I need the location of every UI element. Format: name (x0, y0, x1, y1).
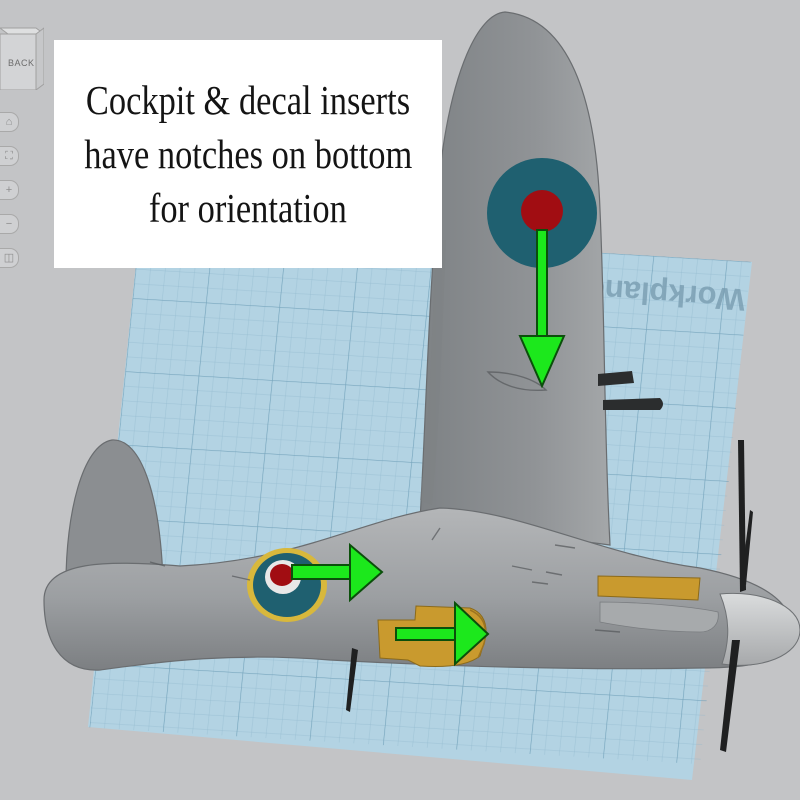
zoom-in-button[interactable]: + (0, 180, 19, 200)
caption-line-3: for orientation (149, 185, 347, 231)
home-view-button[interactable]: ⌂ (0, 112, 19, 132)
fuselage-roundel (247, 548, 327, 622)
view-navigation-toolbar: ⌂ ⛶ + − ◫ (0, 112, 22, 282)
caption-line-2: have notches on bottom (83, 131, 413, 177)
caption-line-1: Cockpit & decal inserts (85, 77, 411, 123)
view-cube-icon[interactable] (0, 20, 46, 91)
wing-fairing (599, 601, 719, 633)
home-view-icon: ⌂ (5, 115, 13, 128)
wing-root-shading (420, 240, 446, 505)
orientation-arrow-roundel (291, 542, 384, 603)
propeller (720, 440, 753, 752)
cannon-barrels (598, 371, 663, 410)
underwing-fin (346, 648, 358, 712)
caption-overlay: Cockpit & decal inserts have notches on … (54, 40, 442, 268)
panel-lines (149, 371, 621, 633)
fit-view-icon: ⛶ (5, 149, 13, 162)
exhaust-insert (597, 575, 701, 601)
perspective-button[interactable]: ◫ (0, 248, 19, 268)
orientation-arrow-cockpit (395, 600, 490, 667)
perspective-icon: ◫ (3, 251, 15, 264)
zoom-in-icon: + (5, 183, 13, 196)
zoom-out-button[interactable]: − (0, 214, 19, 234)
propeller-spinner (719, 592, 800, 666)
view-cube-face-label: BACK (8, 58, 35, 68)
fit-view-button[interactable]: ⛶ (0, 146, 19, 166)
right-wing[interactable] (419, 11, 611, 546)
orientation-arrow-wing (518, 229, 566, 389)
view-cube[interactable]: BACK (0, 20, 46, 91)
zoom-out-icon: − (5, 217, 13, 230)
wing-roundel (487, 158, 597, 268)
